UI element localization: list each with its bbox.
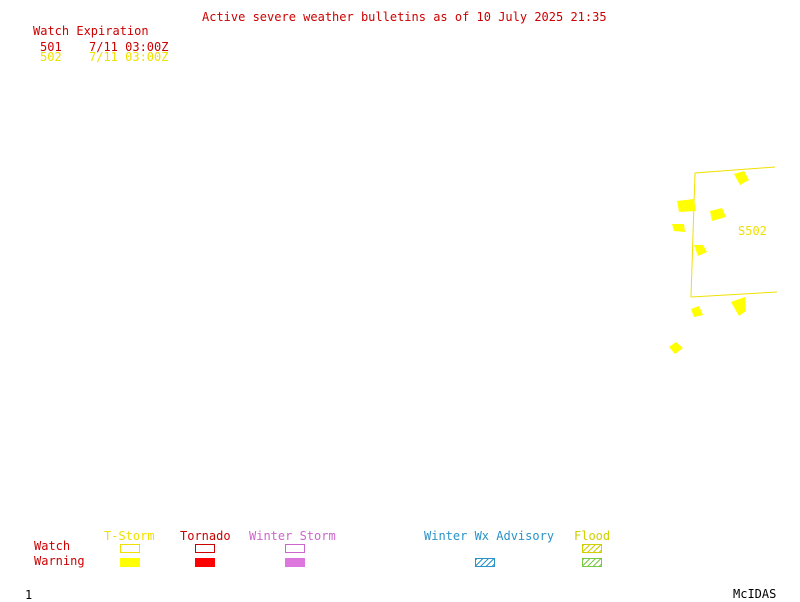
warning-polygon [677, 199, 696, 212]
watch-expiration-501: 7/11 03:00Z [89, 40, 169, 54]
legend-watch-label: Watch [34, 539, 71, 553]
legend-warning-label: Warning [34, 554, 85, 568]
watch-table-header: Watch Expiration [33, 24, 149, 38]
warning-polygon [694, 245, 707, 256]
watch-label-502: S502 [738, 224, 767, 238]
legend-flood-label: Flood [574, 529, 611, 543]
watch-expiration-502: 7/11 03:00Z [89, 50, 169, 64]
warning-polygon [691, 306, 703, 317]
watch-id-502: 502 [40, 50, 62, 64]
winter-storm-watch-swatch [285, 544, 305, 553]
legend-tornado-label: Tornado [180, 529, 231, 543]
watch-id-501: 501 [40, 40, 62, 54]
warning-polygon [734, 171, 749, 185]
winter-storm-warning-swatch [285, 558, 305, 567]
frame-number: 1 [25, 588, 33, 602]
tornado-warning-swatch [195, 558, 215, 567]
warning-polygon [672, 224, 685, 232]
warning-polygon [710, 208, 726, 221]
bulletin-title: Active severe weather bulletins as of 10… [202, 10, 607, 24]
winter-wx-advisory-swatch [475, 558, 495, 567]
flood-watch-swatch [582, 544, 602, 553]
software-label: McIDAS [733, 587, 777, 601]
legend-winter-storm-label: Winter Storm [249, 529, 336, 543]
watch-box-502 [690, 166, 778, 298]
warning-polygon [669, 342, 683, 354]
flood-warning-swatch [582, 558, 602, 567]
tstorm-watch-swatch [120, 544, 140, 553]
tstorm-warning-swatch [120, 558, 140, 567]
tornado-watch-swatch [195, 544, 215, 553]
warning-polygon [731, 297, 746, 316]
legend-winter-wx-advisory-label: Winter Wx Advisory [424, 529, 555, 543]
legend-tstorm-label: T-Storm [104, 529, 155, 543]
